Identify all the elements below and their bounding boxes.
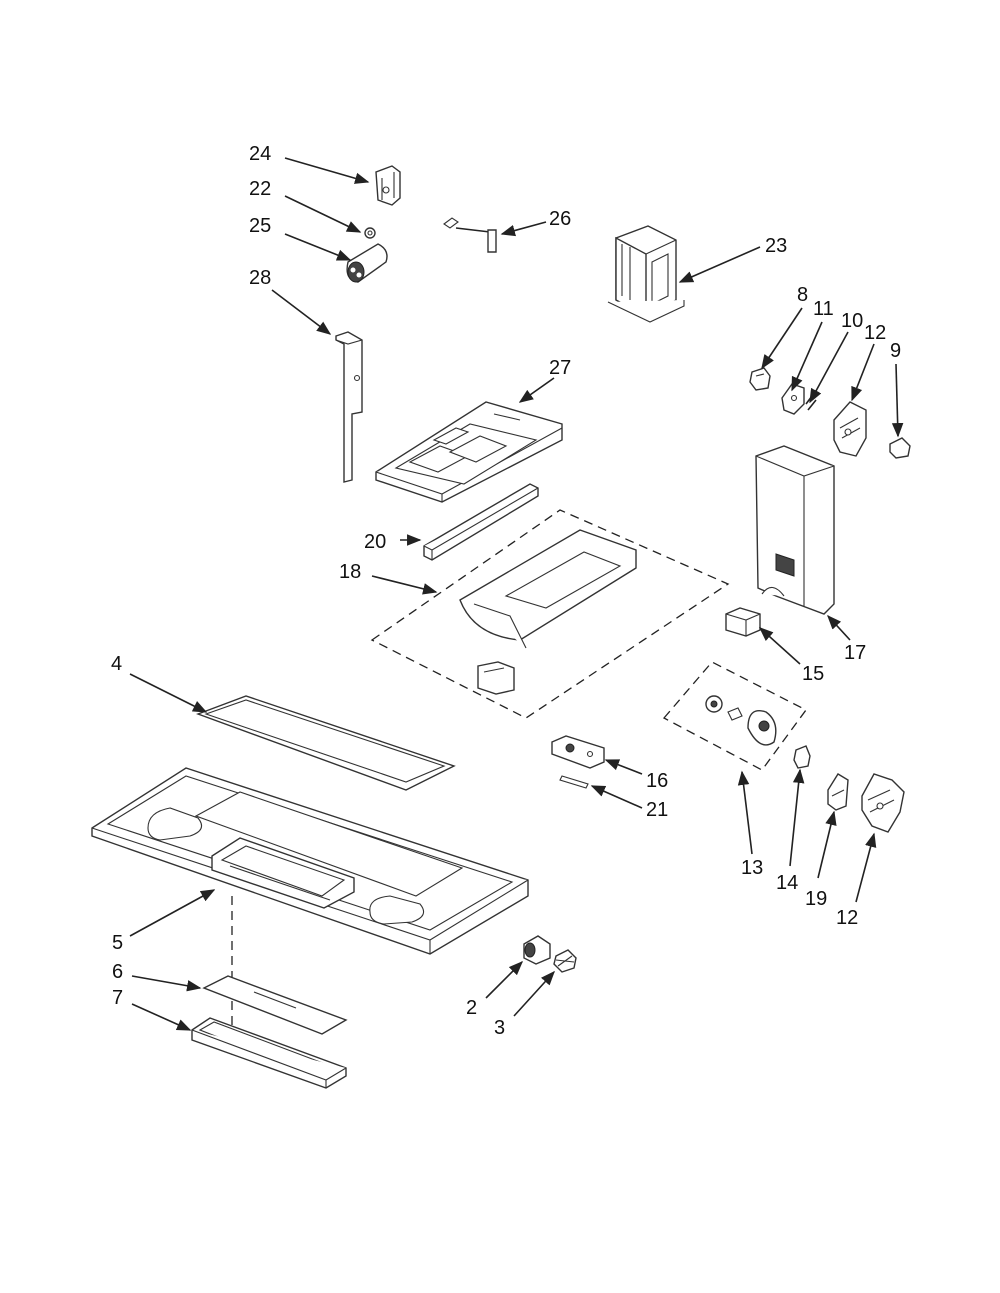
callout-28: 28 — [249, 267, 271, 289]
part-20-gasket-bar — [423, 483, 539, 561]
part-15-thermal-cutout — [725, 607, 761, 637]
callout-19: 19 — [805, 888, 827, 910]
callout-16: 16 — [646, 770, 668, 792]
part-28-mounting-bracket — [335, 331, 363, 483]
callout-4: 4 — [111, 653, 122, 675]
callout-23: 23 — [765, 235, 787, 257]
part-9-switch — [889, 437, 911, 459]
part-18-vent-duct-assembly — [370, 509, 730, 719]
part-12-switch-holder-upper — [833, 401, 867, 457]
callout-10: 10 — [841, 310, 863, 332]
callout-13: 13 — [741, 857, 763, 879]
callout-6: 6 — [112, 961, 123, 983]
part-10-spring — [805, 395, 817, 411]
callout-11: 11 — [813, 298, 834, 320]
callout-9: 9 — [890, 340, 901, 362]
part-25-capacitor — [346, 243, 388, 283]
callout-14: 14 — [776, 872, 798, 894]
callout-27: 27 — [549, 357, 571, 379]
part-24-terminal-bracket — [375, 165, 401, 206]
part-17-air-guide-housing — [755, 445, 835, 615]
part-23-transformer — [607, 225, 685, 323]
part-4-grease-filter — [195, 695, 456, 791]
callout-20: 20 — [364, 531, 386, 553]
callout-12-upper: 12 — [864, 322, 886, 344]
callout-17: 17 — [844, 642, 866, 664]
part-2-lamp-socket — [523, 935, 551, 965]
part-6-light-lens — [202, 975, 348, 1035]
callout-24: 24 — [249, 143, 271, 165]
callout-labels: 24 22 25 28 26 23 8 11 10 12 9 27 20 18 … — [111, 143, 901, 1039]
part-14-cap — [793, 745, 811, 769]
callout-2: 2 — [466, 997, 477, 1019]
part-27-control-plate — [375, 401, 563, 503]
callout-21: 21 — [646, 799, 668, 821]
callout-3: 3 — [494, 1017, 505, 1039]
callout-8: 8 — [797, 284, 808, 306]
callout-18: 18 — [339, 561, 361, 583]
callout-26: 26 — [549, 208, 571, 230]
callout-12-lower: 12 — [836, 907, 858, 929]
part-12-switch-holder-lower — [861, 773, 905, 833]
part-16-mount-plate — [551, 735, 605, 769]
part-26-diode — [443, 217, 497, 253]
part-3-light-bulb — [553, 949, 577, 973]
part-22-nut — [364, 227, 376, 239]
callout-22: 22 — [249, 178, 271, 200]
callout-7: 7 — [112, 987, 123, 1009]
callout-5: 5 — [112, 932, 123, 954]
part-19-switch — [827, 773, 849, 811]
part-21-screw — [559, 775, 589, 789]
leader-lines — [129, 157, 904, 1031]
callout-15: 15 — [802, 663, 824, 685]
part-8-switch-actuator — [749, 367, 771, 391]
part-7-light-cover — [191, 1017, 347, 1089]
callout-25: 25 — [249, 215, 271, 237]
part-13-fan-motor-assembly — [662, 661, 807, 771]
part-5-bottom-plate — [91, 767, 529, 955]
